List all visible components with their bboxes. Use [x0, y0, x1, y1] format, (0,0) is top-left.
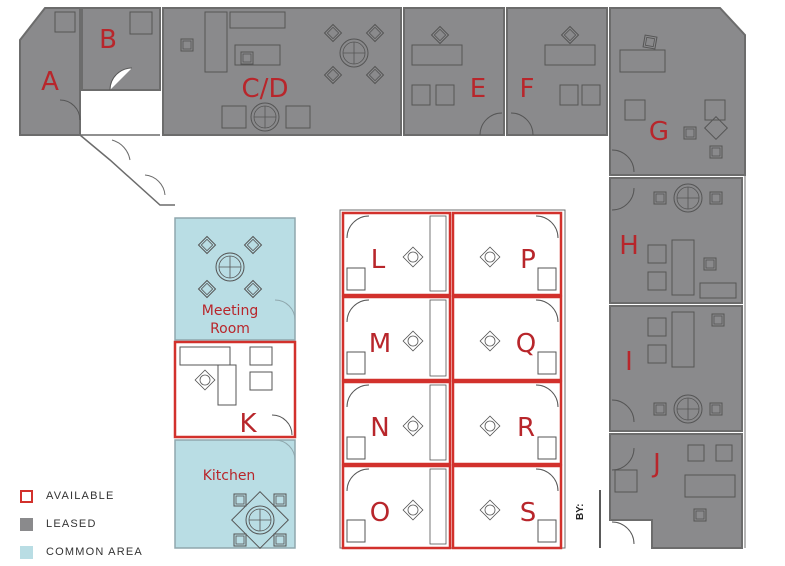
common-swatch — [20, 545, 33, 559]
office-j[interactable] — [609, 433, 743, 549]
office-a[interactable] — [19, 7, 81, 136]
label-meeting-line2: Room — [210, 321, 250, 337]
office-e[interactable] — [403, 7, 505, 136]
label-k: K — [239, 409, 257, 439]
label-f: F — [520, 74, 535, 104]
label-kitchen: Kitchen — [203, 468, 256, 484]
label-g: G — [649, 117, 669, 147]
office-p[interactable] — [451, 211, 563, 297]
label-s: S — [520, 498, 537, 528]
label-e: E — [470, 74, 486, 104]
office-n[interactable] — [341, 380, 452, 466]
office-i[interactable] — [609, 305, 743, 432]
label-a: A — [41, 67, 59, 97]
available-swatch — [20, 489, 33, 503]
legend-common: COMMON AREA — [20, 538, 143, 566]
by-label: BY: — [575, 503, 586, 520]
label-j: J — [651, 449, 661, 479]
label-meeting-line1: Meeting — [202, 303, 258, 319]
legend-available-label: AVAILABLE — [46, 490, 115, 502]
label-h: H — [619, 231, 639, 261]
label-b: B — [99, 25, 117, 55]
office-m[interactable] — [341, 295, 452, 382]
label-p: P — [520, 245, 536, 275]
leased-swatch — [20, 517, 33, 531]
entry-passage — [79, 35, 746, 548]
label-n: N — [370, 413, 389, 443]
office-r[interactable] — [451, 380, 563, 466]
legend-leased: LEASED — [20, 510, 143, 538]
office-o[interactable] — [341, 464, 452, 550]
office-b[interactable] — [81, 7, 161, 91]
meeting-room[interactable] — [174, 217, 296, 341]
kitchen[interactable] — [174, 439, 296, 549]
office-s[interactable] — [451, 464, 563, 550]
office-f[interactable] — [506, 7, 608, 136]
label-cd: C/D — [242, 74, 289, 104]
office-cd[interactable] — [162, 7, 402, 136]
label-l: L — [371, 245, 386, 275]
office-q[interactable] — [451, 295, 563, 382]
legend-available: AVAILABLE — [20, 482, 143, 510]
legend-leased-label: LEASED — [46, 518, 97, 530]
office-l[interactable] — [341, 211, 452, 297]
legend-common-label: COMMON AREA — [46, 546, 143, 558]
office-g[interactable] — [609, 7, 746, 176]
office-k[interactable] — [173, 340, 297, 439]
label-m: M — [369, 329, 391, 359]
legend: AVAILABLE LEASED COMMON AREA — [20, 482, 143, 566]
label-o: O — [370, 498, 390, 528]
label-r: R — [517, 413, 535, 443]
label-i: I — [625, 347, 633, 377]
office-h[interactable] — [609, 177, 743, 304]
label-q: Q — [516, 329, 536, 359]
